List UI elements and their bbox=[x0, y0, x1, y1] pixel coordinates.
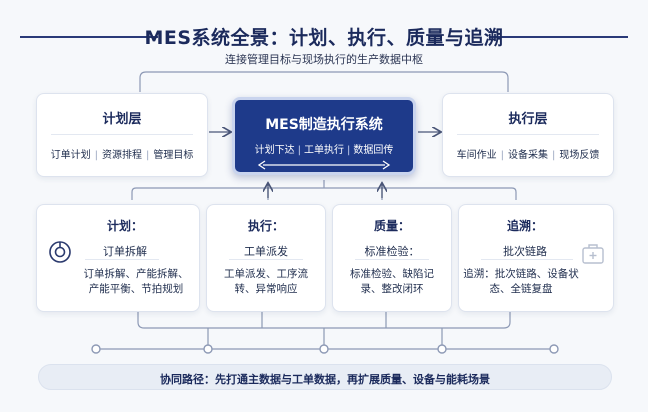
module-desc: 订单拆解、产能拆解、产能平衡、节拍规划 bbox=[83, 268, 189, 295]
title-row: MES系统全景：计划、执行、质量与追溯 bbox=[0, 22, 648, 50]
module-title: 执行： bbox=[247, 219, 284, 233]
core-item: 工单执行 bbox=[304, 145, 344, 156]
exec-layer-title: 执行层 bbox=[508, 112, 548, 127]
core-item: 计划下达 bbox=[254, 145, 295, 156]
module-title: 追溯： bbox=[506, 219, 543, 233]
timeline-dots bbox=[91, 344, 559, 354]
plan-item: 订单计划 bbox=[50, 150, 91, 161]
plan-item: 资源排程 bbox=[102, 150, 142, 161]
title-line-left bbox=[20, 36, 158, 38]
exec-layer-card: 执行层 车间作业|设备采集|现场反馈 bbox=[442, 93, 614, 177]
branch-down bbox=[131, 180, 517, 200]
title-line-right bbox=[490, 36, 628, 38]
plan-item: 管理目标 bbox=[153, 150, 194, 161]
target-icon bbox=[49, 241, 71, 263]
plan-layer-card: 计划层 订单计划|资源排程|管理目标 bbox=[36, 93, 208, 177]
exec-layer-items: 车间作业|设备采集|现场反馈 bbox=[456, 150, 600, 161]
module-sub: 批次链路 bbox=[503, 245, 547, 258]
core-title: MES制造执行系统 bbox=[265, 117, 383, 133]
module-desc: 标准检验、缺陷记录、整改闭环 bbox=[350, 268, 434, 295]
exec-item: 现场反馈 bbox=[559, 150, 600, 161]
core-double-arrow-icon bbox=[257, 160, 391, 170]
module-sub: 订单拆解 bbox=[103, 245, 147, 258]
module-card-quality: 质量： 标准检验： 标准检验、缺陷记录、整改闭环 bbox=[332, 204, 452, 312]
page-title: MES系统全景：计划、执行、质量与追溯 bbox=[144, 27, 504, 49]
module-desc: 追溯：批次链路、设备状态、全链复盘 bbox=[463, 268, 579, 295]
mes-core-card: MES制造执行系统 计划下达|工单执行|数据回传 bbox=[232, 97, 416, 175]
top-bracket bbox=[139, 71, 509, 92]
medkit-icon bbox=[582, 244, 604, 264]
module-sub: 标准检验： bbox=[364, 245, 420, 258]
core-item: 数据回传 bbox=[353, 145, 394, 156]
module-sub: 工单派发 bbox=[244, 245, 288, 258]
core-items: 计划下达|工单执行|数据回传 bbox=[254, 145, 394, 156]
page-subtitle: 连接管理目标与现场执行的生产数据中枢 bbox=[225, 53, 423, 66]
collaboration-path-bar: 协同路径：先打通主数据与工单数据，再扩展质量、设备与能耗场景 bbox=[38, 364, 612, 390]
plan-layer-items: 订单计划|资源排程|管理目标 bbox=[50, 150, 194, 161]
exec-item: 车间作业 bbox=[456, 150, 497, 161]
module-card-trace: 追溯： 批次链路 追溯：批次链路、设备状态、全链复盘 bbox=[458, 204, 614, 312]
plan-layer-title: 计划层 bbox=[102, 112, 142, 127]
bottom-bracket bbox=[137, 312, 511, 329]
collaboration-path-text: 协同路径：先打通主数据与工单数据，再扩展质量、设备与能耗场景 bbox=[160, 373, 490, 386]
module-card-plan: 计划： 订单拆解 订单拆解、产能拆解、产能平衡、节拍规划 bbox=[36, 204, 200, 312]
module-title: 计划： bbox=[106, 219, 143, 233]
module-card-exec: 执行： 工单派发 工单派发、工序流转、异常响应 bbox=[206, 204, 326, 312]
module-title: 质量： bbox=[373, 219, 410, 233]
module-desc: 工单派发、工序流转、异常响应 bbox=[224, 268, 308, 295]
exec-item: 设备采集 bbox=[508, 150, 548, 161]
